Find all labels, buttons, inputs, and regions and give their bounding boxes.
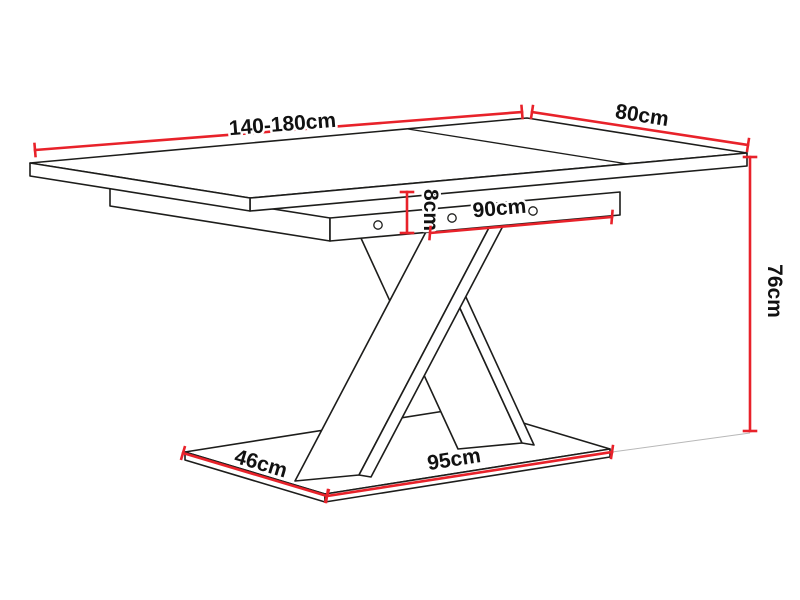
dim-line xyxy=(530,110,750,147)
extension-line xyxy=(611,432,751,453)
dim-tick xyxy=(33,142,37,158)
dim-label-frame-length: 90cm xyxy=(472,195,528,223)
dim-tick xyxy=(428,225,432,241)
fastener-hole xyxy=(447,213,457,223)
dim-tick xyxy=(610,209,614,225)
dim-label-table-height: 76cm xyxy=(763,264,786,318)
dim-line xyxy=(181,451,329,498)
dim-line xyxy=(325,450,614,498)
dim-tick xyxy=(609,444,615,460)
apron-front-face xyxy=(329,191,621,242)
tabletop-seam xyxy=(407,128,629,165)
dim-frame-height: 8cm xyxy=(399,186,445,235)
fastener-hole xyxy=(528,206,538,216)
dim-tick xyxy=(179,445,187,461)
dim-label-top-length: 140-180cm xyxy=(228,109,337,140)
dim-line xyxy=(428,215,614,235)
tabletop xyxy=(29,117,748,212)
dim-tick xyxy=(745,137,751,153)
dim-label-frame-height: 8cm xyxy=(419,189,442,231)
tabletop-left-edge xyxy=(29,162,251,212)
fastener-hole xyxy=(373,220,383,230)
table-drawing xyxy=(29,117,748,503)
dim-line xyxy=(33,110,524,152)
dim-tick xyxy=(529,104,535,120)
dim-table-height: 76cm xyxy=(742,155,789,433)
dim-tick xyxy=(520,104,524,120)
dim-tick xyxy=(324,488,330,504)
